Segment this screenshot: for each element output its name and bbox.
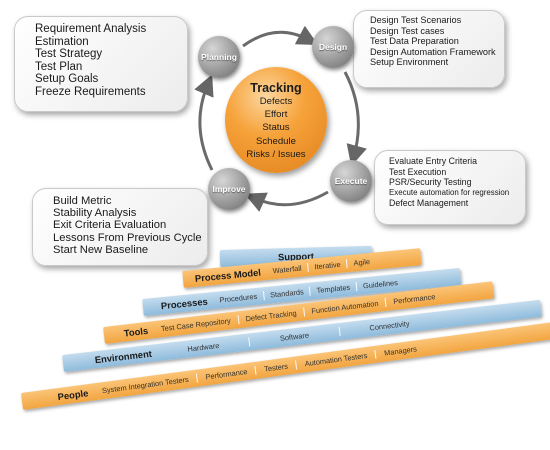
- improve-activity: Lessons From Previous Cycle: [53, 231, 202, 244]
- arrow-planning-to-design: [242, 25, 319, 48]
- arrow-execute-to-improve: [244, 190, 329, 212]
- execute-phase-node: Execute: [330, 160, 372, 202]
- tracking-hub: Tracking Defects Effort Status Schedule …: [225, 67, 327, 173]
- tracking-item: Status: [262, 122, 290, 134]
- design-activities-box: Design Test Scenarios Design Test cases …: [353, 10, 505, 88]
- layer-item: Managers: [374, 343, 426, 359]
- design-activity: Design Test cases: [370, 25, 445, 36]
- planning-activity: Estimation: [35, 35, 89, 48]
- execute-activity: Evaluate Entry Criteria: [389, 156, 478, 166]
- design-activity: Setup Environment: [370, 57, 449, 68]
- layer-item: Guidelines: [355, 277, 405, 292]
- improve-activity: Start New Baseline: [53, 243, 149, 256]
- arrow-improve-to-planning: [194, 74, 214, 171]
- layer-title: Processes: [160, 295, 209, 312]
- planning-activity: Freeze Requirements: [35, 85, 146, 98]
- layer-title: Tools: [123, 324, 149, 339]
- tracking-item: Schedule: [255, 135, 296, 147]
- planning-activity: Requirement Analysis: [35, 23, 147, 35]
- improve-activities-box: Build Metric Stability Analysis Exit Cri…: [32, 188, 208, 266]
- execute-activity: Execute automation for regression: [389, 187, 510, 197]
- layer-item: Templates: [309, 282, 357, 296]
- design-activity: Design Automation Framework: [370, 46, 496, 57]
- design-activity: Test Data Preparation: [370, 36, 459, 47]
- improve-activity: Build Metric: [53, 195, 112, 207]
- layer-title: People: [56, 387, 89, 403]
- layer-item: Performance: [384, 291, 443, 307]
- execute-activity: Test Execution: [389, 166, 447, 177]
- layer-item: Iterative: [307, 259, 348, 272]
- tracking-title: Tracking: [250, 81, 302, 95]
- tracking-item: Risks / Issues: [246, 148, 306, 160]
- arrow-design-to-execute: [343, 71, 367, 167]
- layer-item: Procedures: [219, 291, 258, 305]
- execute-activity: PSR/Security Testing: [389, 177, 472, 188]
- layer-item: Standards: [262, 286, 311, 301]
- execute-activities-box: Evaluate Entry Criteria Test Execution P…: [374, 150, 526, 225]
- tracking-item: Defects: [259, 96, 293, 107]
- improve-activity: Exit Criteria Evaluation: [53, 219, 167, 232]
- execute-activity: Defect Management: [389, 198, 469, 209]
- layer-item: Agile: [346, 256, 377, 269]
- improve-phase-node: Improve: [208, 168, 250, 210]
- layer-item: Waterfall: [272, 263, 302, 276]
- planning-activity: Test Strategy: [35, 48, 103, 61]
- planning-activity: Test Plan: [35, 60, 83, 73]
- design-phase-node: Design: [312, 26, 354, 68]
- planning-activity: Setup Goals: [35, 73, 99, 86]
- planning-activities-box: Requirement Analysis Estimation Test Str…: [14, 16, 188, 112]
- tracking-item: Effort: [264, 109, 288, 121]
- improve-activity: Stability Analysis: [53, 207, 137, 220]
- design-activity: Design Test Scenarios: [370, 15, 462, 25]
- planning-phase-node: Planning: [198, 36, 240, 78]
- layer-item: Testers: [254, 360, 297, 375]
